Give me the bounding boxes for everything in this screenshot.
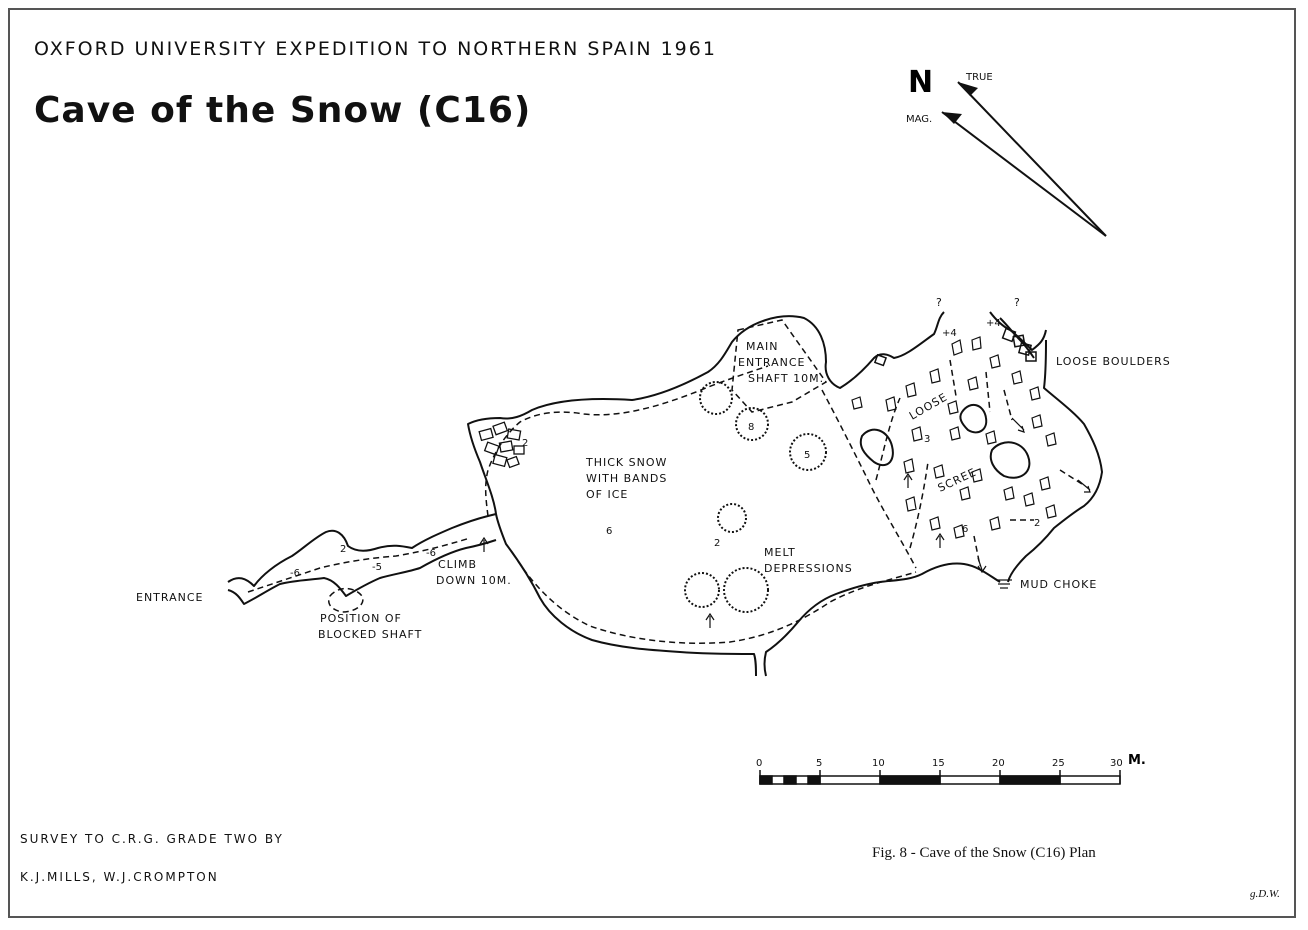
scale-tick-label: 10 [872,758,885,769]
entrance-passage-outline-lower [227,539,497,605]
expedition-header: OXFORD UNIVERSITY EXPEDITION TO NORTHERN… [34,38,717,60]
scree-inner-dashed [875,397,929,549]
slope-arrows [479,417,1091,628]
scale-tick-label: 5 [816,758,822,769]
scree-flow-dashed [949,359,1083,567]
surveyor-names: K.J.MILLS, W.J.CROMPTON [20,870,219,884]
scree-dashed-boundary [821,389,917,569]
dashed-boundaries [247,319,1083,644]
map-frame [8,8,1296,918]
main-shaft-dashed [731,319,828,413]
depth-figure: 2 [1034,518,1040,529]
north-arrow: N TRUE MAG. [906,65,1107,237]
depth-figure: 6 [606,526,612,537]
thick-snow-label-2: WITH BANDS [586,472,667,485]
main-entrance-label-3: SHAFT 10M. [748,372,824,385]
thick-snow-label-1: THICK SNOW [585,456,667,469]
scale-unit: M. [1128,753,1146,768]
map-labels: MAIN ENTRANCE SHAFT 10M. THICK SNOW WITH… [136,296,1171,641]
chamber-dashed-south [511,551,917,644]
blocked-shaft-dashed [328,587,364,613]
draughtsman-initials: g.D.W. [1250,888,1280,900]
melt-depression [723,567,769,613]
loose-boulders [873,327,1037,367]
true-north-label: TRUE [965,72,993,83]
scale-tick-label: 0 [756,758,762,769]
unexplored-question-mark: ? [1014,296,1021,309]
scale-tick-label: 25 [1052,758,1065,769]
scale-tick-label: 30 [1110,758,1123,769]
blocked-shaft-label-1: POSITION OF [320,612,402,625]
map-title: Cave of the Snow (C16) [34,90,532,131]
depth-figure: 2 [340,544,346,555]
unexplored-question-mark: ? [936,296,943,309]
passage-dashed-centre [247,537,471,593]
melt-depression [699,381,733,415]
north-letter: N [908,65,933,100]
melt-label-1: MELT [764,546,796,559]
scale-bar [759,770,1121,785]
depth-figure: 3 [924,434,930,445]
depth-figure: -6 [426,548,436,559]
thick-snow-label-3: OF ICE [586,488,628,501]
depth-figure: 8 [748,422,754,433]
entrance-passage-outline [227,513,497,587]
scree-label: SCREE [936,466,979,495]
melt-depressions [684,381,827,613]
loose-boulders-label: LOOSE BOULDERS [1056,355,1171,368]
depth-figure: 2 [522,438,528,449]
melt-depression [735,407,769,441]
melt-depression [684,572,720,608]
entrance-label: ENTRANCE [136,591,203,604]
depth-figure: -5 [372,562,382,573]
chamber-dashed-boundary [484,365,769,517]
depth-figure: 5 [804,450,810,461]
mud-choke-symbol [996,579,1012,589]
mud-choke-label: MUD CHOKE [1020,578,1097,591]
figure-caption: Fig. 8 - Cave of the Snow (C16) Plan [872,845,1096,861]
main-entrance-label-1: MAIN [746,340,779,353]
survey-credit-line: SURVEY TO C.R.G. GRADE TWO BY [20,832,284,846]
depth-figures: -6 -5 -6 2 2 8 5 6 2 +4 +4 3 6 2 [290,318,1040,579]
scree-fragments [851,336,1057,539]
scale-tick-label: 15 [932,758,945,769]
climb-down-label-1: CLIMB [438,558,477,571]
depth-figure: +4 [986,318,1001,329]
main-chamber-outline [467,311,1103,677]
magnetic-north-label: MAG. [906,114,932,125]
rock-islands [859,403,1031,479]
climb-down-label-2: DOWN 10M. [436,574,512,587]
scale-tick-label: 20 [992,758,1005,769]
melt-depression [789,433,827,471]
main-entrance-label-2: ENTRANCE [738,356,805,369]
scale-bar-labels: 0 5 10 15 20 25 30 M. [756,753,1146,769]
depth-figure: -6 [290,568,300,579]
boulder-choke-west [478,421,525,469]
depth-figure: +4 [942,328,957,339]
melt-depression [717,503,747,533]
melt-label-2: DEPRESSIONS [764,562,853,575]
depth-figure: 2 [714,538,720,549]
depth-figure: 6 [962,524,968,535]
blocked-shaft-label-2: BLOCKED SHAFT [318,628,422,641]
